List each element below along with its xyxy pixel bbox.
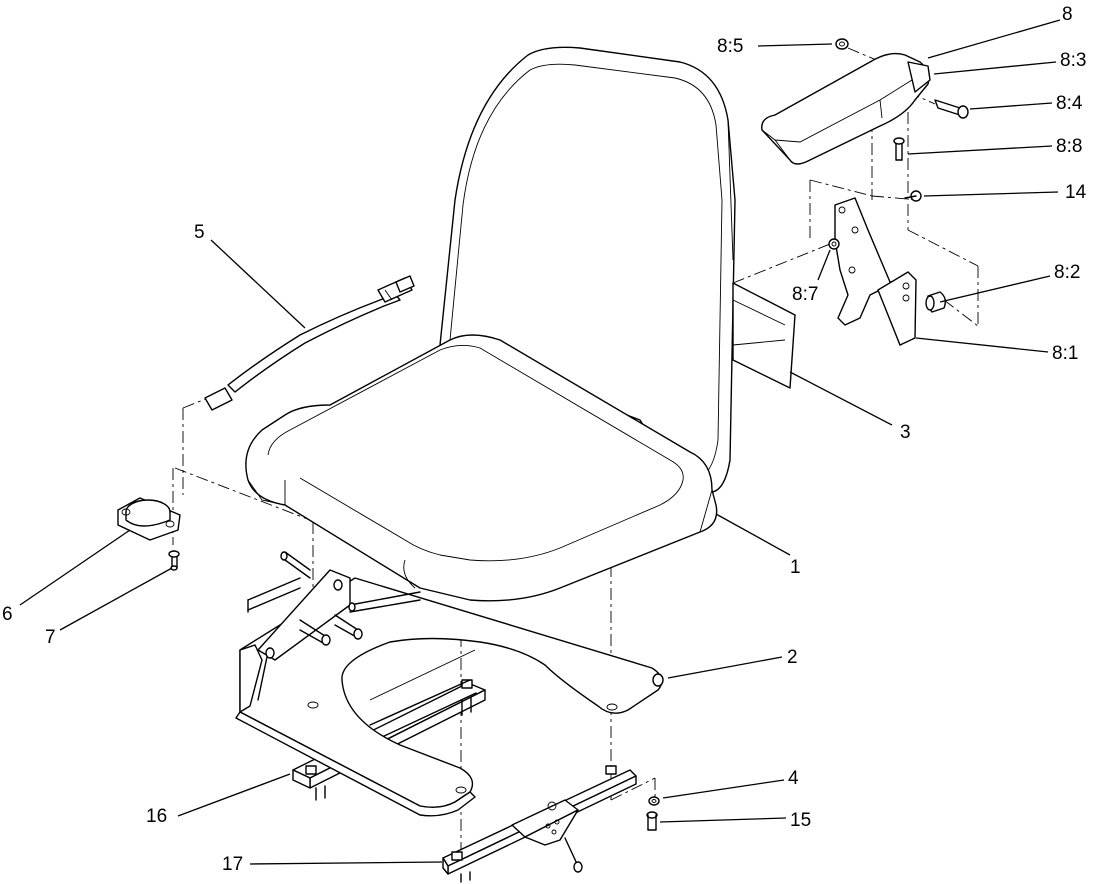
callout-8-4: 8:4 [1056, 93, 1083, 114]
wire-harness-5 [204, 275, 415, 411]
callout-8-1: 8:1 [1052, 343, 1078, 364]
callout-17: 17 [222, 854, 243, 875]
callout-6: 6 [2, 604, 13, 625]
callout-8-7: 8:7 [792, 284, 818, 305]
callout-5: 5 [194, 222, 205, 243]
bolt-15 [646, 811, 658, 831]
washer-4 [648, 796, 660, 806]
seat-slide-rail-17 [442, 765, 637, 883]
seat-base-plate-2 [235, 577, 664, 817]
seat-1 [245, 46, 736, 602]
callout-8-3: 8:3 [1060, 50, 1086, 71]
armrest-bracket-8-1 [828, 197, 947, 346]
callout-8-8: 8:8 [1056, 136, 1082, 157]
callout-16: 16 [146, 806, 167, 827]
callout-4: 4 [788, 768, 799, 789]
back-panel-3 [732, 282, 796, 389]
callout-8-5: 8:5 [717, 36, 743, 57]
leader-lines [19, 19, 1061, 865]
screw-7 [168, 550, 180, 571]
seat-pivot-bracket [247, 551, 421, 661]
callout-8: 8 [1062, 4, 1073, 25]
callout-7: 7 [45, 627, 56, 648]
callout-1: 1 [790, 557, 801, 578]
callout-14: 14 [1065, 182, 1087, 203]
seat-switch-6 [117, 497, 181, 541]
callout-3: 3 [900, 422, 911, 443]
callout-labels: 1 2 3 4 5 6 7 8 8:1 8:2 8:3 8:4 8:5 8:7 … [2, 4, 1087, 875]
callout-8-2: 8:2 [1054, 262, 1080, 283]
callout-15: 15 [790, 810, 811, 831]
armrest-assembly-8 [761, 38, 969, 202]
callout-2: 2 [787, 647, 798, 668]
